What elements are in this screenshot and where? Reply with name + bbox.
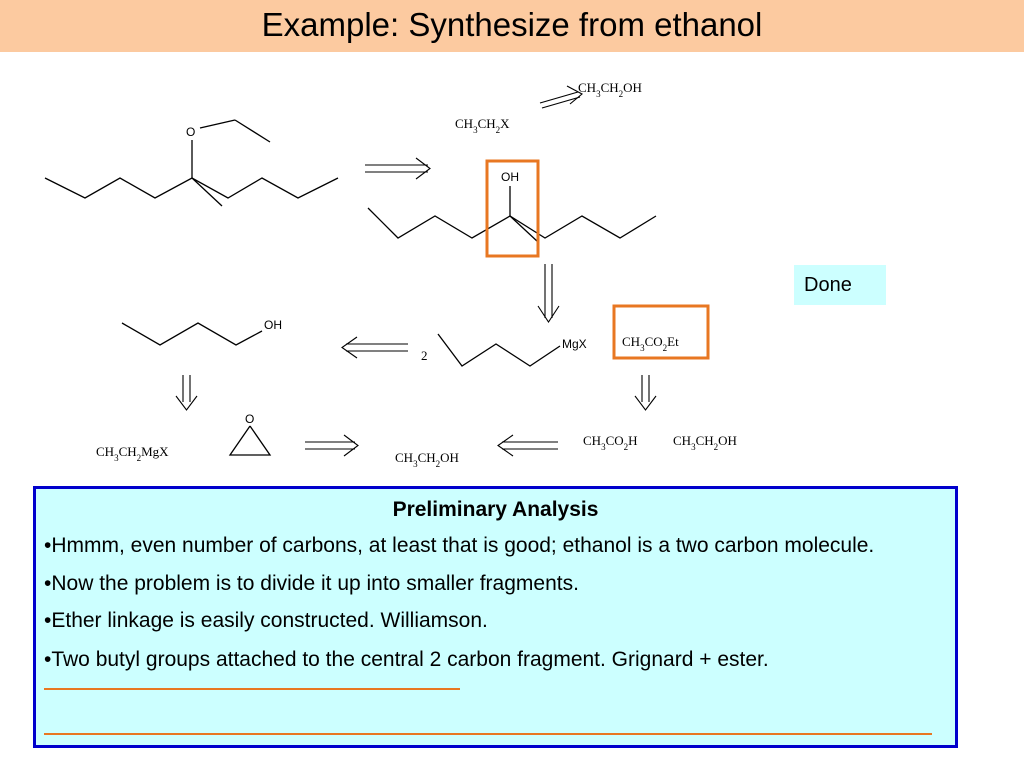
acetic-acid-formula: CH3CO2H — [583, 433, 638, 452]
analysis-bullet-3: •Ether linkage is easily constructed. Wi… — [44, 609, 488, 632]
analysis-bullet-1: •Hmmm, even number of carbons, at least … — [44, 534, 875, 557]
analysis-heading: Preliminary Analysis — [392, 498, 599, 521]
title-bar — [0, 0, 1024, 52]
highlight-box-alcohol — [485, 159, 540, 258]
ethanol-formula-top: CH3CH2OH — [578, 80, 642, 99]
preliminary-analysis-box: Preliminary Analysis •Hmmm, even number … — [33, 486, 958, 748]
analysis-bullet-2: •Now the problem is to divide it up into… — [44, 572, 579, 595]
retro-arrow-left-3 — [497, 434, 558, 457]
epoxide-structure — [228, 425, 272, 456]
done-label: Done — [794, 265, 886, 305]
retro-arrow-1 — [365, 157, 431, 180]
retro-arrow-ethanol-top — [539, 85, 583, 109]
alcohol-oh-label: OH — [501, 170, 519, 184]
butyl-grignard-structure — [437, 333, 561, 367]
epoxide-oxygen-label: O — [245, 412, 254, 426]
target-ether-structure — [44, 119, 339, 207]
retro-arrow-left-1 — [341, 336, 408, 359]
retro-arrow-down-2 — [175, 375, 198, 411]
butanol-oh-label: OH — [264, 318, 282, 332]
ethyl-grignard-formula: CH3CH2MgX — [96, 444, 169, 463]
retro-arrow-right-2 — [305, 434, 359, 457]
ethyl-acetate-formula: CH3CO2Et — [622, 334, 679, 353]
ether-oxygen-label: O — [186, 125, 195, 139]
underline-ether — [44, 688, 460, 690]
stoichiometry-two: 2 — [421, 348, 428, 363]
retrosynthesis-scheme: O CH3CH2X CH3CH2OH OH OH 2 — [44, 80, 737, 469]
analysis-bullet-4: •Two butyl groups attached to the centra… — [44, 648, 769, 671]
underline-butyl — [44, 733, 932, 735]
butanol-structure — [121, 322, 263, 346]
slide-title: Example: Synthesize from ethanol — [261, 6, 763, 43]
tertiary-alcohol-structure — [367, 186, 657, 243]
retro-arrow-down-3 — [634, 375, 657, 411]
highlight-box-ester — [612, 304, 710, 360]
ethanol-formula-right: CH3CH2OH — [673, 433, 737, 452]
retro-arrow-down-1 — [537, 264, 560, 324]
ethanol-formula-bottom: CH3CH2OH — [395, 450, 459, 469]
ethyl-halide-formula: CH3CH2X — [455, 116, 510, 135]
mgx-label: MgX — [562, 337, 587, 351]
